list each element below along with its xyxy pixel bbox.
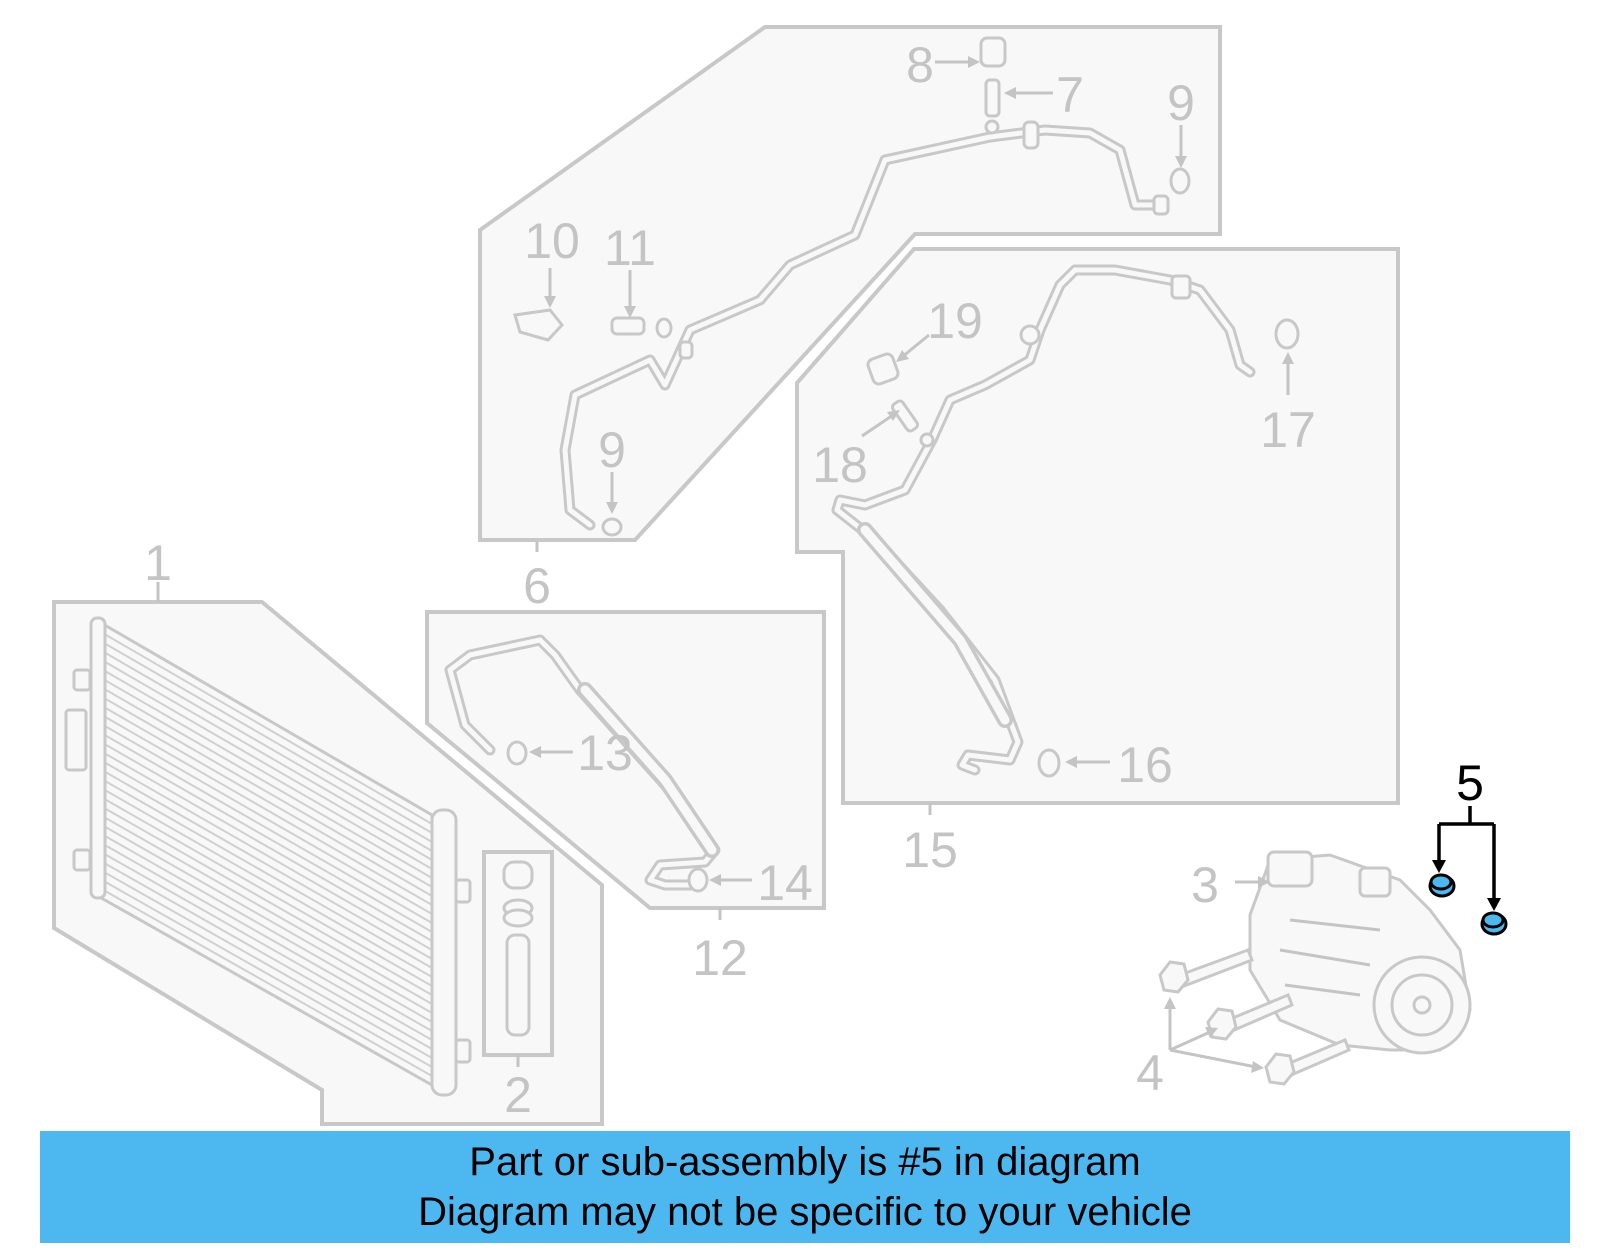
seal-ring-5-b-top xyxy=(1481,911,1505,929)
condenser-fin xyxy=(95,692,433,888)
info-banner: Part or sub-assembly is #5 in diagram Di… xyxy=(40,1131,1570,1243)
o-ring-16 xyxy=(1037,748,1061,778)
condenser-fin xyxy=(95,655,433,852)
o-ring-11 xyxy=(655,317,673,339)
pipe-fitting xyxy=(678,340,694,360)
condenser-bracket xyxy=(64,708,88,772)
o-ring-14 xyxy=(687,867,709,893)
condenser-fin xyxy=(95,793,433,987)
condenser-fin xyxy=(95,784,433,978)
condenser-fin xyxy=(95,646,433,843)
callout-1: 1 xyxy=(144,535,172,591)
drier-cartridge xyxy=(505,933,531,1037)
condenser-bracket xyxy=(72,668,92,692)
condenser-fin xyxy=(95,628,433,825)
condenser-fin xyxy=(95,802,433,996)
condenser-fin xyxy=(95,738,433,933)
group-2-panel xyxy=(482,850,554,1067)
drier-o-ring xyxy=(502,908,534,928)
pipe-fitting xyxy=(1152,194,1170,216)
pipe-fitting xyxy=(1022,120,1040,150)
pressure-sensor-10 xyxy=(513,308,564,342)
condenser-fin xyxy=(95,884,433,1077)
o-ring-17 xyxy=(1274,318,1300,350)
callout-13: 13 xyxy=(577,725,633,781)
condenser-fin xyxy=(95,866,433,1059)
o-ring-9-upper xyxy=(1169,167,1191,195)
banner-line-disclaimer: Diagram may not be specific to your vehi… xyxy=(418,1190,1192,1234)
service-cap-8 xyxy=(979,36,1007,68)
bolt xyxy=(1264,1038,1351,1086)
condenser-fin xyxy=(95,747,433,942)
callout-7: 7 xyxy=(1056,67,1084,123)
condenser-fin xyxy=(95,637,433,834)
callout-5: 5 xyxy=(1456,755,1484,811)
callout-16: 16 xyxy=(1117,737,1173,793)
group-15-panel xyxy=(795,247,1400,815)
banner-line-part-number: Part or sub-assembly is #5 in diagram xyxy=(469,1140,1141,1184)
callout-14: 14 xyxy=(757,855,813,911)
valve-port xyxy=(984,119,1000,135)
drier-plug xyxy=(502,860,534,890)
condenser-fin xyxy=(95,811,433,1005)
condenser-fin xyxy=(95,664,433,861)
o-ring-13 xyxy=(506,740,528,766)
condenser-fin xyxy=(95,820,433,1014)
condenser-bracket xyxy=(72,848,92,872)
group-6-panel xyxy=(478,25,1222,552)
pipe-fitting xyxy=(1019,324,1041,346)
condenser-fin xyxy=(95,829,433,1023)
compressor-clutch-center xyxy=(1412,995,1432,1015)
callout-4: 4 xyxy=(1136,1045,1164,1101)
valve-port xyxy=(919,432,935,448)
condenser-fin xyxy=(95,729,433,924)
compressor-port xyxy=(1358,866,1392,898)
callout-18: 18 xyxy=(812,437,868,493)
condenser-fin xyxy=(95,848,433,1041)
compressor-port xyxy=(1266,850,1314,888)
callout-2: 2 xyxy=(504,1067,532,1123)
seal-ring-5-a-top xyxy=(1429,873,1453,891)
valve-core-7 xyxy=(984,78,1001,118)
compressor-assembly xyxy=(1158,850,1472,1086)
callout-9-lower: 9 xyxy=(598,422,626,478)
valve-core-18 xyxy=(890,399,920,433)
receiver-drier-tank xyxy=(430,808,458,1097)
callout-11: 11 xyxy=(604,220,656,276)
callout-6: 6 xyxy=(523,558,551,614)
condenser-fin xyxy=(95,857,433,1050)
condenser-fin xyxy=(95,774,433,969)
condenser-fin xyxy=(95,674,433,870)
callout-9-upper: 9 xyxy=(1167,75,1195,131)
condenser-fin xyxy=(95,701,433,897)
part-5-highlight xyxy=(1428,806,1508,936)
condenser-fin xyxy=(95,765,433,960)
callout-10: 10 xyxy=(524,213,580,269)
condenser-fin xyxy=(95,756,433,951)
pipe-fitting xyxy=(1170,274,1192,300)
condenser-fin xyxy=(95,719,433,915)
callout-3: 3 xyxy=(1191,857,1219,913)
callout-12: 12 xyxy=(692,930,748,986)
group-1-panel xyxy=(52,582,604,1126)
service-cap-19 xyxy=(866,352,900,386)
condenser-bracket xyxy=(454,1038,472,1064)
condenser-bracket xyxy=(454,878,472,904)
callout-15: 15 xyxy=(902,822,958,878)
valve-11 xyxy=(610,316,646,336)
callout-17: 17 xyxy=(1260,402,1316,458)
condenser-fin xyxy=(95,839,433,1032)
o-ring-9-lower xyxy=(601,517,623,537)
bolt xyxy=(1158,948,1254,994)
callout-8: 8 xyxy=(906,37,934,93)
callout-19: 19 xyxy=(927,293,983,349)
condenser-fin xyxy=(95,875,433,1068)
group-12-panel xyxy=(425,610,826,920)
condenser-fin xyxy=(95,710,433,906)
condenser-fin xyxy=(95,683,433,879)
condenser-side-tank xyxy=(89,616,107,900)
